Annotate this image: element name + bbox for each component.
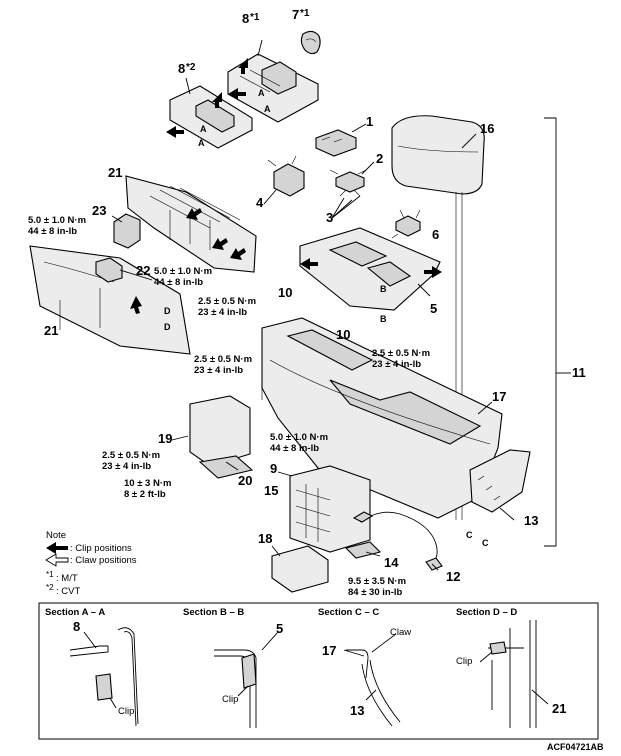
section-dd-part: 21: [552, 701, 567, 716]
part-label-8-cvt: 8: [178, 61, 186, 76]
torque-spec: 2.5 ± 0.5 N·m 23 ± 4 in-lb: [198, 296, 257, 318]
part-label-4: 4: [256, 195, 264, 210]
section-letter-d: D: [164, 306, 171, 316]
part-label-18: 18: [258, 531, 273, 546]
part-label-8-mt: 8: [242, 11, 250, 26]
part-label-12: 12: [446, 569, 461, 584]
part-footnote-8-mt: *1: [250, 12, 260, 23]
part-label-19: 19: [158, 431, 173, 446]
section-dd-drawing: [479, 620, 549, 728]
part-label-14: 14: [384, 555, 399, 570]
torque-spec: 5.0 ± 1.0 N·m 44 ± 8 in-lb: [154, 266, 213, 288]
bracket-23: [113, 213, 141, 249]
switch-3-lines: [331, 195, 361, 219]
part-label-20: 20: [238, 473, 253, 488]
section-cc-claw: Claw: [390, 627, 412, 638]
clip-arrows: [130, 58, 442, 314]
section-dd-title: Section D – D: [456, 607, 518, 618]
shift-panel-mt-8: [227, 39, 319, 123]
part-label-1: 1: [366, 114, 374, 129]
part-footnote-8-cvt: *2: [186, 62, 196, 73]
leader-lines: [111, 133, 515, 571]
section-frame: [38, 602, 599, 740]
note-footnote-mark-2: *2: [46, 583, 54, 592]
section-letter-a: A: [258, 88, 265, 98]
harness-12: [352, 511, 443, 571]
section-letter-a: A: [264, 104, 271, 114]
note-footnote-text-2: : CVT: [56, 586, 81, 597]
section-letter-c: C: [466, 530, 473, 540]
torque-spec: 2.5 ± 0.5 N·m 23 ± 4 in-lb: [372, 348, 431, 370]
part-label-23: 23: [92, 203, 107, 218]
torque-spec: 10 ± 3 N·m 8 ± 2 ft-lb: [124, 478, 172, 500]
part-footnote-7: *1: [300, 8, 310, 19]
note-legend-arrows: [45, 542, 69, 567]
console-box-15: [289, 465, 371, 553]
shift-knob-7: [300, 30, 321, 55]
torque-spec: 9.5 ± 3.5 N·m 84 ± 30 in-lb: [348, 576, 407, 598]
part-label-10-right: 10: [336, 327, 351, 342]
section-aa-clip: Clip: [118, 706, 135, 717]
part-label-15: 15: [264, 483, 279, 498]
part-label-21-upper: 21: [108, 165, 123, 180]
side-cover-upper-21: [125, 175, 257, 273]
section-cc-part-top: 17: [322, 643, 337, 658]
section-cc-part-bottom: 13: [350, 703, 365, 718]
part-label-10-left: 10: [278, 285, 293, 300]
note-footnote-text-1: : M/T: [56, 573, 78, 584]
bracket-19-20: [189, 395, 254, 479]
section-bb-clip: Clip: [222, 694, 239, 705]
group-bracket-11: [544, 117, 571, 547]
switch-assembly-1: [315, 123, 367, 157]
switch-6: [391, 209, 421, 239]
part-label-11: 11: [572, 365, 586, 380]
part-label-13: 13: [524, 513, 539, 528]
section-aa-title: Section A – A: [45, 607, 106, 618]
section-aa-drawing: [69, 627, 139, 727]
switch-2: [329, 161, 375, 197]
torque-spec: 2.5 ± 0.5 N·m 23 ± 4 in-lb: [102, 450, 161, 472]
part-label-5: 5: [430, 301, 438, 316]
figure-code: ACF04721AB: [547, 742, 604, 752]
section-dd-clip: Clip: [456, 656, 473, 667]
section-letter-d: D: [164, 322, 171, 332]
torque-spec: 5.0 ± 1.0 N·m 44 ± 8 in-lb: [28, 215, 87, 237]
part-label-22: 22: [136, 263, 151, 278]
bracket-22: [95, 257, 123, 283]
bracket-18: [271, 545, 329, 593]
section-bb-title: Section B – B: [183, 607, 245, 618]
section-letter-b: B: [380, 284, 387, 294]
switch-4: [263, 155, 305, 205]
section-cc-title: Section C – C: [318, 607, 380, 618]
section-letter-b: B: [380, 314, 387, 324]
console-panel-5: [299, 227, 441, 311]
part-label-16: 16: [480, 121, 495, 136]
note-title: Note: [46, 530, 67, 541]
part-label-3: 3: [326, 210, 334, 225]
section-aa-part: 8: [73, 619, 81, 634]
section-letter-a: A: [198, 138, 205, 148]
shift-panel-cvt-8: [169, 77, 253, 149]
part-label-7: 7: [292, 7, 300, 22]
section-letter-c: C: [482, 538, 489, 548]
part-label-17: 17: [492, 389, 507, 404]
torque-spec: 5.0 ± 1.0 N·m 44 ± 8 in-lb: [270, 432, 329, 454]
rear-cover-13: [469, 449, 531, 513]
section-letter-a: A: [200, 124, 207, 134]
section-bb-drawing: [214, 631, 279, 728]
part-label-9: 9: [270, 461, 278, 476]
part-label-2: 2: [376, 151, 384, 166]
part-label-6: 6: [432, 227, 440, 242]
note-footnote-mark-1: *1: [46, 570, 54, 579]
torque-spec: 2.5 ± 0.5 N·m 23 ± 4 in-lb: [194, 354, 253, 376]
note-claw-positions: : Claw positions: [70, 555, 137, 566]
part-label-21-lower: 21: [44, 323, 59, 338]
section-cc-drawing: [343, 633, 401, 727]
section-bb-part: 5: [276, 621, 284, 636]
note-clip-positions: : Clip positions: [70, 543, 132, 554]
